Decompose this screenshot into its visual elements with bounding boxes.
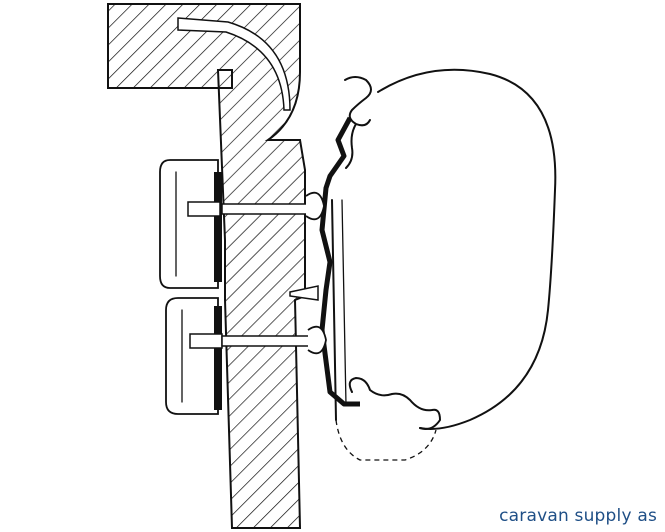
bottom-hook-detail bbox=[348, 377, 441, 430]
lower-mounting-bracket bbox=[165, 297, 327, 415]
awning-cassette bbox=[377, 68, 557, 430]
mid-clip bbox=[289, 285, 319, 301]
cassette-bottom-dashed bbox=[335, 419, 437, 461]
wall-inner-channel bbox=[177, 17, 291, 111]
watermark-caption: caravan supply as bbox=[499, 506, 657, 526]
cassette-back-rail bbox=[331, 199, 337, 421]
cassette-inner-rail bbox=[341, 199, 347, 406]
upper-mounting-bracket bbox=[159, 159, 325, 289]
caravan-wall-section bbox=[107, 3, 306, 529]
adapter-rail bbox=[319, 116, 360, 407]
top-hook-detail bbox=[344, 76, 372, 169]
